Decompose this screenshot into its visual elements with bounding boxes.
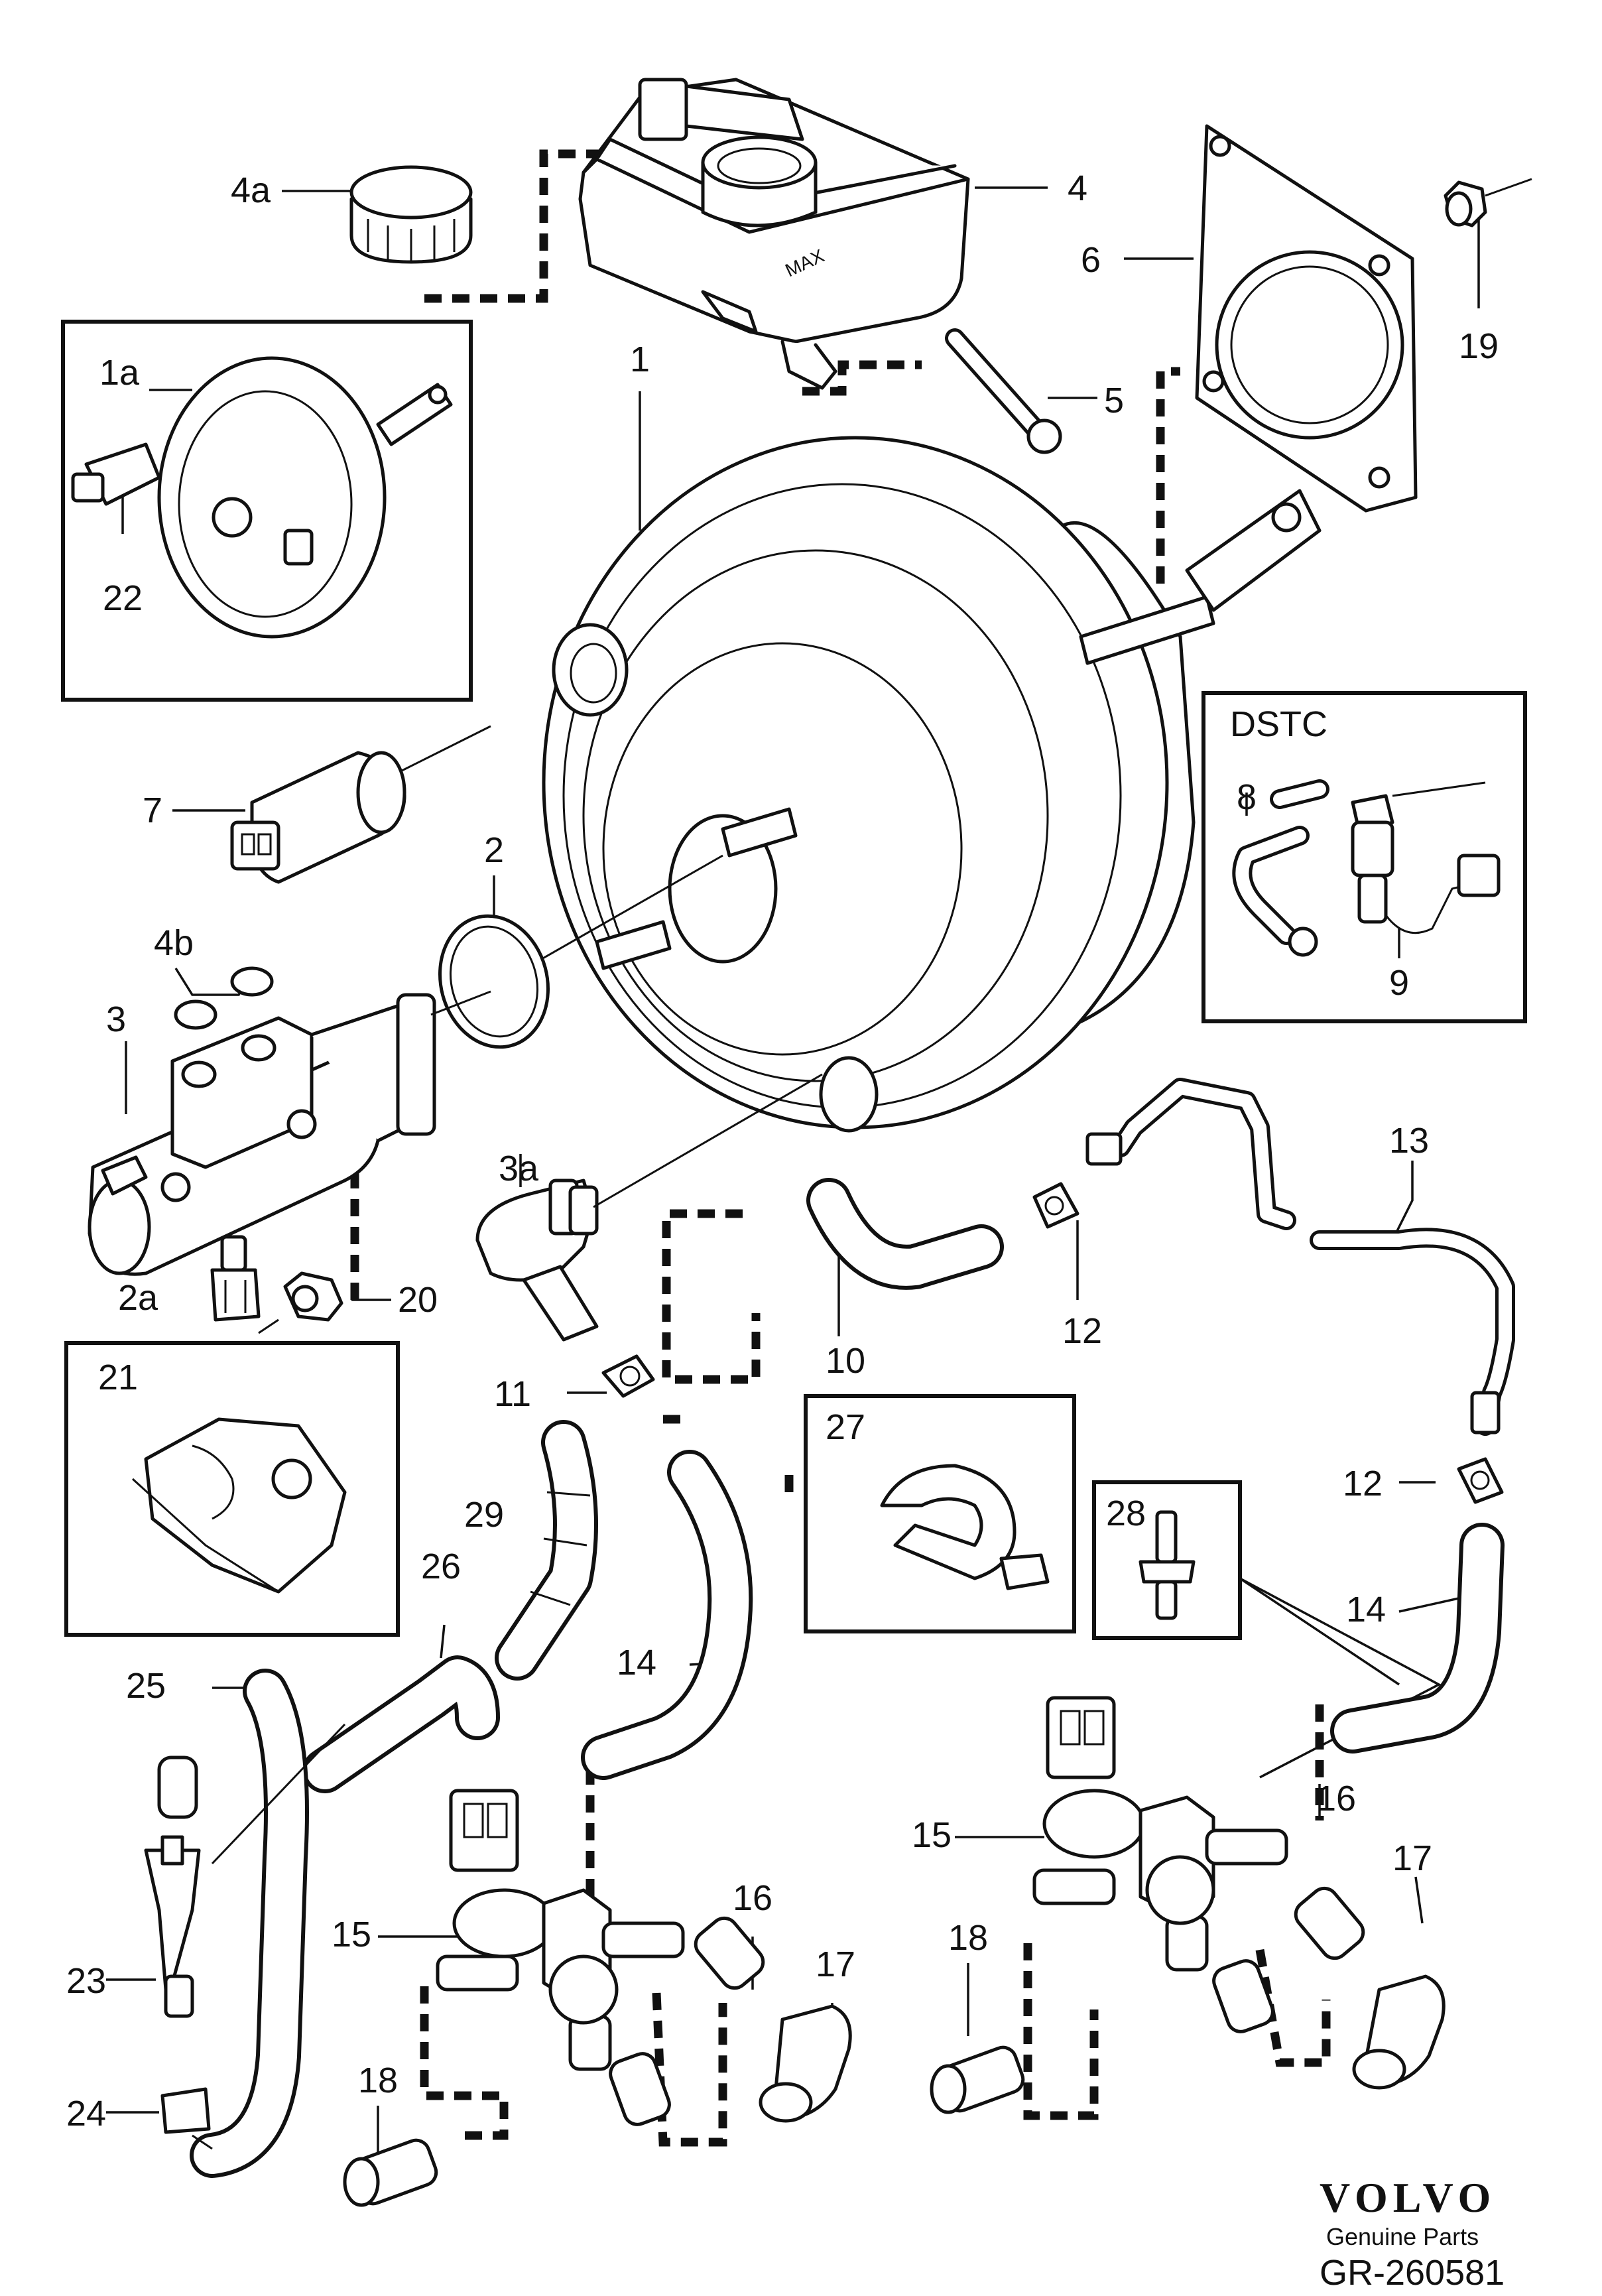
clamp-11	[601, 1354, 655, 1398]
callout-3: 3	[106, 999, 126, 1039]
callout-2a: 2a	[118, 1278, 158, 1318]
callout-12-lower: 12	[1343, 1464, 1383, 1503]
callout-23: 23	[66, 1961, 106, 2001]
callout-27: 27	[826, 1407, 865, 1447]
inset-box-1a	[61, 320, 473, 702]
hose-25	[190, 1669, 346, 2178]
callout-6: 6	[1081, 240, 1101, 280]
genuine-parts-text: Genuine Parts	[1326, 2223, 1479, 2250]
clamp-24	[160, 2087, 213, 2150]
callout-16-left: 16	[733, 1878, 772, 1918]
callout-20: 20	[398, 1280, 438, 1320]
o-ring-2	[438, 914, 550, 1049]
hose-14-center	[581, 1450, 753, 1780]
fluid-reservoir: MAX	[578, 78, 970, 390]
callout-19: 19	[1459, 326, 1499, 366]
inset-box-21	[64, 1341, 400, 1637]
valve-15-right	[1032, 1696, 1288, 1972]
valve-23	[144, 1755, 201, 2018]
reservoir-cap	[349, 165, 473, 264]
callout-17-left: 17	[816, 1945, 855, 1984]
callout-18-right: 18	[948, 1918, 988, 1958]
callout-8: 8	[1237, 777, 1257, 817]
hose-14-right	[1330, 1523, 1505, 1754]
callout-11: 11	[494, 1374, 531, 1414]
callout-18-left: 18	[358, 2061, 398, 2100]
callout-3a: 3a	[499, 1149, 539, 1188]
hose-26	[302, 1655, 500, 1793]
bolt-5	[945, 328, 1062, 454]
nut-19	[1444, 178, 1532, 227]
hose-fittings	[343, 1886, 1446, 2207]
callout-14-right: 14	[1346, 1590, 1386, 1629]
callout-13: 13	[1389, 1121, 1429, 1161]
callout-10: 10	[826, 1341, 865, 1381]
callout-24: 24	[66, 2094, 106, 2134]
master-cylinder	[88, 990, 491, 1276]
leader-lines	[106, 186, 1480, 2182]
reservoir-connector-icon	[638, 78, 688, 141]
callout-16-right: 16	[1316, 1779, 1356, 1818]
callout-15-right: 15	[912, 1815, 952, 1855]
tube-13	[1085, 1078, 1515, 1436]
callout-7: 7	[143, 791, 162, 830]
callout-2: 2	[484, 830, 504, 870]
callout-28: 28	[1106, 1494, 1146, 1533]
brake-booster	[490, 436, 1322, 1133]
diagram-code: GR-260581	[1320, 2253, 1505, 2293]
callout-26: 26	[421, 1547, 461, 1586]
valve-15-left	[436, 1789, 685, 2071]
dstc-label: DSTC	[1230, 704, 1327, 744]
callout-29: 29	[464, 1495, 504, 1535]
callout-9: 9	[1389, 963, 1409, 1003]
nut-20	[258, 1271, 343, 1334]
callout-labels: 4a 4 6 5 19 1 1a 22 7 2 4b 3 3a 2a 20 DS…	[66, 168, 1499, 2134]
inset-box-dstc	[1202, 691, 1527, 1023]
callout-12-upper: 12	[1062, 1311, 1102, 1351]
callout-4: 4	[1068, 168, 1087, 208]
gasket-6	[1195, 124, 1418, 513]
check-valve-elbow-3a	[475, 1073, 823, 1342]
callout-22: 22	[103, 578, 143, 618]
callout-5: 5	[1104, 381, 1124, 420]
inset-box-28	[1092, 1480, 1242, 1640]
clamp-12-upper	[1032, 1182, 1079, 1229]
switch-2a	[210, 1235, 261, 1322]
callout-15-left: 15	[332, 1915, 371, 1954]
callout-4b: 4b	[154, 923, 194, 963]
hose-10	[806, 1178, 1004, 1290]
callout-1: 1	[630, 340, 650, 379]
callout-17-right: 17	[1392, 1838, 1432, 1878]
branding: VOLVO Genuine Parts GR-260581	[1320, 2174, 1505, 2293]
clamp-12-lower	[1457, 1457, 1504, 1504]
vacuum-sensor-7	[230, 725, 491, 884]
callout-14-center: 14	[617, 1643, 656, 1683]
callout-1a: 1a	[99, 353, 140, 393]
seals-4b	[174, 966, 274, 1030]
callout-4a: 4a	[231, 170, 271, 210]
callout-21: 21	[98, 1358, 138, 1397]
volvo-logo: VOLVO	[1320, 2174, 1496, 2221]
inset-box-27	[804, 1394, 1076, 1633]
hose-29	[495, 1420, 598, 1681]
callout-25: 25	[126, 1666, 166, 1706]
